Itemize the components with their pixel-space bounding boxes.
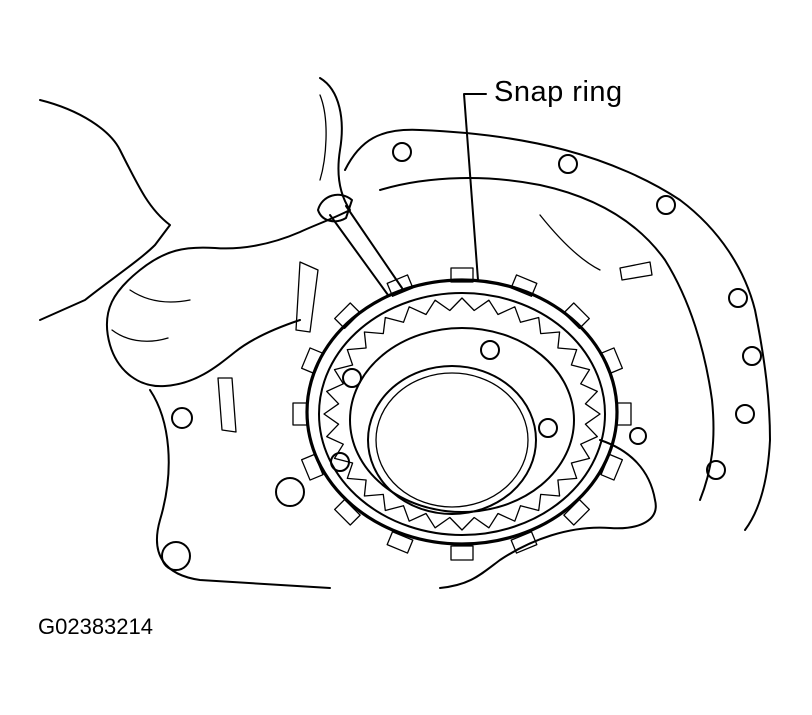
clutch-tab: [563, 302, 590, 330]
bolt-hole-right: [629, 427, 647, 445]
flange-bolt-3: [656, 195, 676, 215]
clutch-tab: [386, 531, 414, 554]
clutch-tab: [450, 545, 474, 561]
clutch-tab: [563, 498, 590, 526]
screwdriver-shaft: [329, 205, 403, 296]
clutch-tab: [510, 531, 538, 554]
clutch-tab: [386, 274, 414, 297]
rib-2: [217, 377, 237, 433]
screwdriver-handle: [317, 193, 353, 223]
rib-1: [295, 261, 319, 333]
snap-ring-label: Snap ring: [494, 76, 623, 108]
clutch-tab: [510, 274, 538, 297]
hub-bolt-4: [330, 452, 350, 472]
clutch-tab: [300, 453, 324, 481]
flange-bolt-4: [728, 288, 748, 308]
hub-bolt-1: [342, 368, 362, 388]
hub-bore: [367, 365, 537, 515]
hub-bore-inner: [375, 372, 529, 508]
boss-left: [275, 477, 305, 507]
rib-3: [619, 261, 653, 281]
bolt-hole-lower-left: [161, 541, 191, 571]
finger-crease-2: [129, 289, 191, 303]
flange-bolt-1: [392, 142, 412, 162]
clutch-tab: [600, 347, 624, 375]
clutch-tab: [450, 267, 474, 283]
flange-bolt-7: [706, 460, 726, 480]
hub-bolt-2: [480, 340, 500, 360]
flange-bolt-5: [742, 346, 762, 366]
spline-teeth: [323, 297, 601, 531]
casing-bottom-right: [439, 439, 657, 589]
hub-bolt-3: [538, 418, 558, 438]
figure-id: G02383214: [38, 614, 153, 639]
casing-flange-inner: [379, 177, 715, 501]
clutch-tab: [292, 402, 308, 426]
flange-bolt-2: [558, 154, 578, 174]
bolt-hole-left: [171, 407, 193, 429]
casing-flange-top: [344, 128, 771, 531]
clutch-tab: [300, 347, 324, 375]
rib-4: [539, 214, 601, 271]
clutch-tab: [334, 498, 361, 526]
clutch-tab: [616, 402, 632, 426]
clutch-plate-tabs: [292, 267, 632, 561]
snap-ring-leader-line: [463, 93, 487, 281]
finger-crease-3: [111, 329, 169, 342]
casing-left-outline: [39, 99, 171, 321]
clutch-tab: [600, 453, 624, 481]
ring-groove: [318, 292, 606, 536]
finger-crease-1: [319, 94, 327, 181]
flange-bolt-6: [735, 404, 755, 424]
snap-ring-assembly: [275, 267, 632, 561]
hand-outline: [105, 77, 351, 388]
clutch-tab: [334, 302, 361, 330]
casing-lower-edge: [149, 389, 331, 589]
hub-flange: [349, 327, 575, 513]
